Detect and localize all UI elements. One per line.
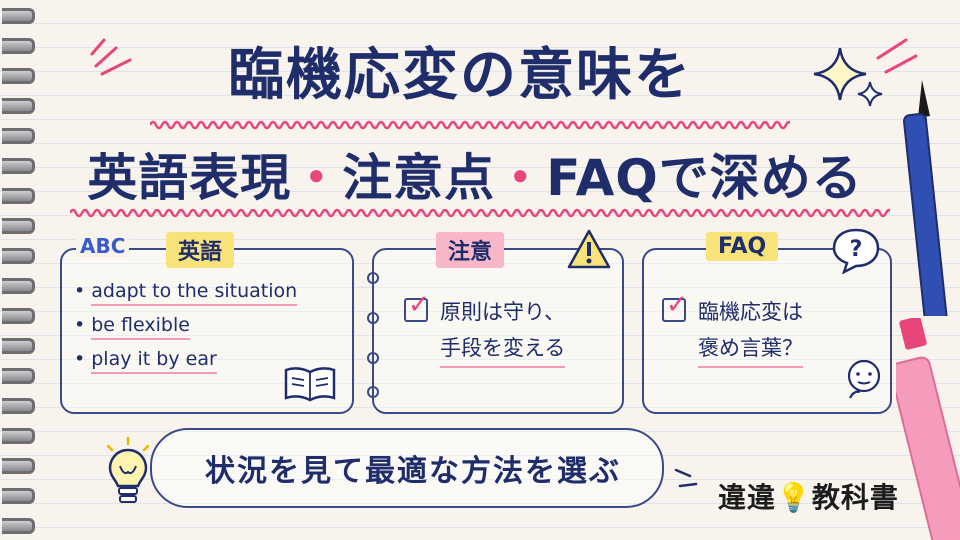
title-separator-dot: ・: [291, 149, 343, 207]
title-english-expressions: 英語表現: [87, 149, 292, 207]
title-caution-points: 注意点: [342, 149, 496, 207]
card-faq: FAQ ? ✓ 臨機応変は 褒め言葉？: [642, 228, 892, 414]
spiral-ring: [2, 458, 35, 474]
spiral-ring: [2, 248, 35, 264]
faq-text-line2: 褒め言葉？: [698, 330, 803, 368]
message-bubble: [150, 428, 664, 508]
question-bubble-icon: ?: [832, 228, 880, 275]
tag-caution: 注意: [436, 232, 505, 268]
bottom-message: 状況を見て最適な方法を選ぶ: [205, 454, 621, 489]
card-caution: 注意 ✓ 原則は守り、 手段を変える: [367, 229, 624, 414]
lightbulb-icon: [106, 436, 150, 503]
spiral-ring: [2, 158, 35, 174]
spiral-ring: [2, 518, 35, 534]
title-separator-dot: ・: [495, 149, 547, 207]
spiral-ring: [2, 128, 35, 144]
wave-line: [150, 120, 790, 130]
accent-lines-right-icon: [876, 38, 918, 74]
spiral-binding: [0, 0, 40, 540]
page-title-line1: 臨機応変の意味を: [228, 43, 692, 108]
faq-text-line1: 臨機応変は: [698, 300, 803, 324]
small-sparkle-icon: [857, 81, 883, 107]
checkbox: ✓: [662, 290, 688, 322]
ring-binder-icon: [367, 272, 379, 398]
page-title-line2: 英語表現・注意点・FAQで深める: [60, 138, 890, 210]
spiral-ring: [2, 308, 35, 324]
accent-lines-left-icon: [90, 38, 132, 76]
spiral-ring: [2, 368, 35, 384]
thinking-face-icon: [847, 359, 881, 399]
sparkle-icon: [813, 47, 867, 101]
spiral-ring: [2, 398, 35, 414]
check-icon: ✓: [408, 290, 430, 320]
spiral-ring: [2, 488, 35, 504]
list-item: • adapt to the situation: [74, 280, 298, 306]
sparkle-dash-icon: [674, 468, 698, 488]
checkbox: ✓: [404, 290, 430, 322]
spiral-ring: [2, 338, 35, 354]
list-item: • be flexible: [74, 314, 297, 340]
list-item: • play it by ear: [74, 348, 297, 374]
site-logo: 違違💡教科書: [718, 481, 899, 514]
abc-badge: ABC: [76, 234, 130, 258]
caution-text-line1: 原則は守り、: [440, 300, 566, 324]
pen-icon: [902, 80, 948, 316]
faq-check-item: ✓ 臨機応変は 褒め言葉？: [662, 290, 803, 368]
spiral-ring: [2, 428, 35, 444]
spiral-ring: [2, 188, 35, 204]
wave-line: [70, 208, 890, 218]
subtitle-underline-wave: [70, 208, 890, 218]
spiral-ring: [2, 38, 35, 54]
warning-icon: [567, 229, 611, 269]
spiral-ring: [2, 218, 35, 234]
caution-text-line2: 手段を変える: [440, 330, 566, 368]
spiral-ring: [2, 98, 35, 114]
title-faq: FAQで深める: [546, 149, 863, 207]
spiral-ring: [2, 8, 35, 24]
svg-text:?: ?: [850, 237, 863, 262]
spiral-ring: [2, 278, 35, 294]
card-english: ABC 英語 • adapt to the situation • be fle…: [60, 232, 354, 414]
check-icon: ✓: [666, 290, 688, 320]
english-phrase-list: • adapt to the situation • be flexible •…: [74, 280, 298, 382]
highlighter-icon: [896, 318, 960, 540]
caution-check-item: ✓ 原則は守り、 手段を変える: [404, 290, 566, 368]
spiral-ring: [2, 68, 35, 84]
open-book-icon: [284, 367, 336, 402]
tag-english: 英語: [166, 232, 235, 268]
logo-bulb-icon: 💡: [776, 481, 812, 514]
title-underline-wave: [150, 120, 790, 130]
tag-faq: FAQ: [706, 232, 779, 261]
